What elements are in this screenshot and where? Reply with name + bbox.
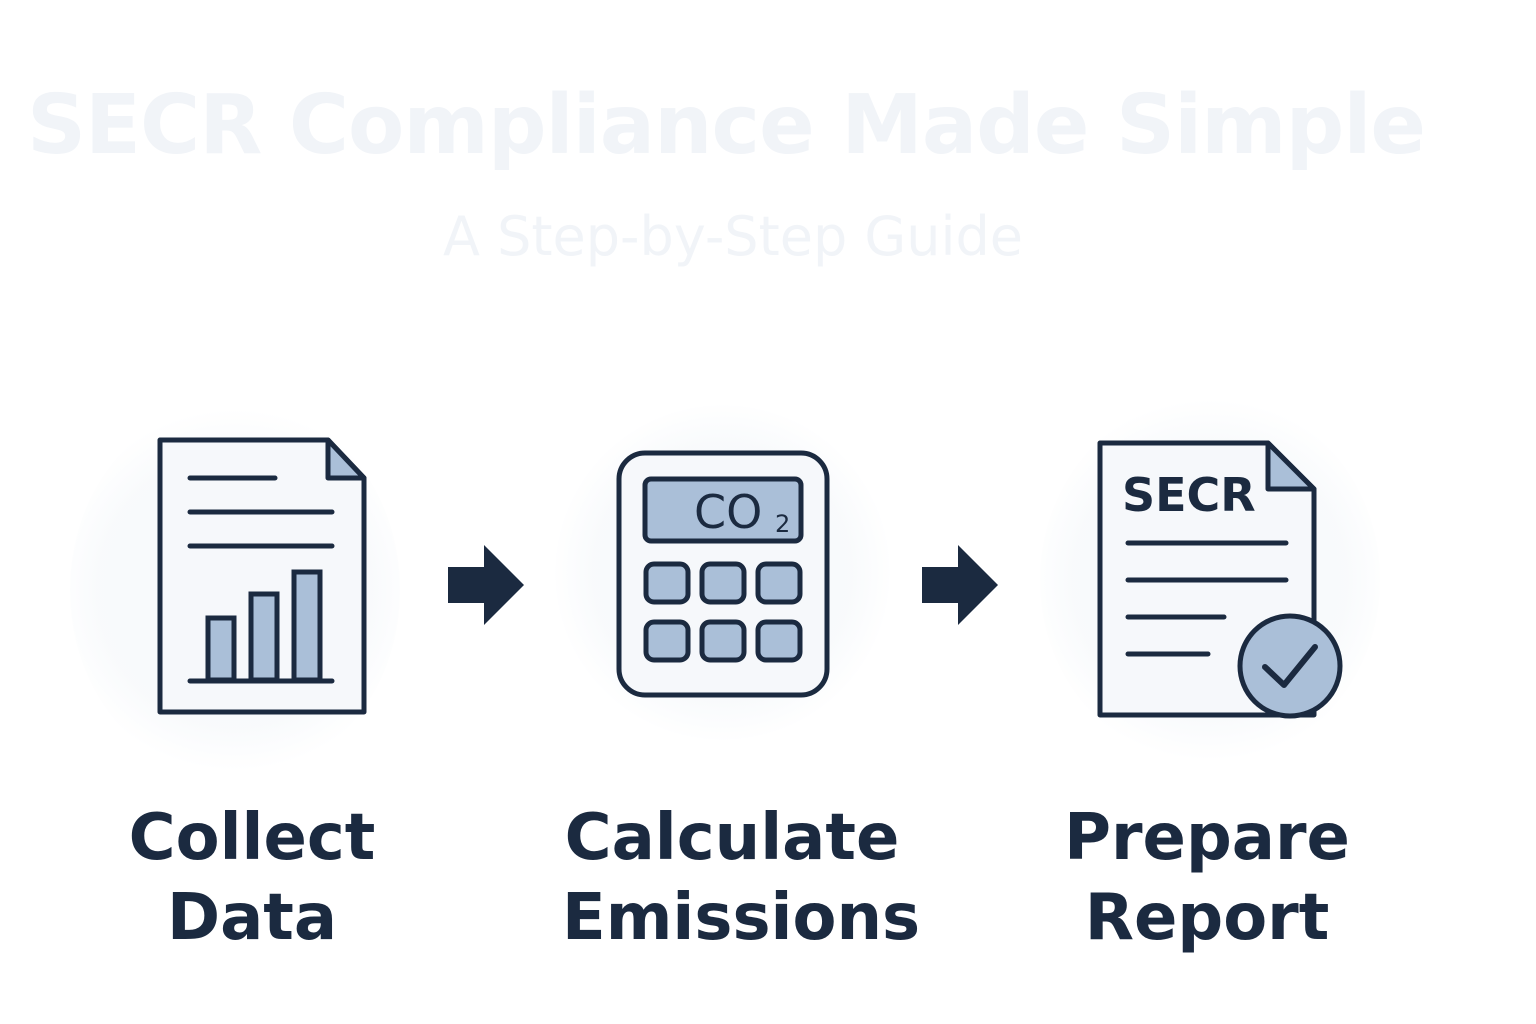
step-1-label-line2: Data [166,881,338,955]
step-3-label-line1: Prepare [1064,801,1350,875]
arrow-right-icon [448,545,524,625]
report-checkmark-icon: SECR [1097,440,1343,719]
co2-display-subscript: 2 [775,510,790,538]
co2-display-text: CO [694,485,762,539]
page-title: SECR Compliance Made Simple [26,78,1426,173]
step-2-label-line1: Calculate [564,801,900,875]
step-label-calculate-emissions: Calculate Emissions [562,798,921,958]
document-bar-chart-icon [157,437,367,715]
checkmark-icon [1262,644,1318,688]
step-3-label-line2: Report [1084,881,1330,955]
calculator-co2-icon: CO 2 [616,450,830,698]
page-subtitle: A Step-by-Step Guide [443,205,1023,268]
arrow-right-icon [922,545,998,625]
report-heading: SECR [1122,468,1256,522]
step-label-collect-data: Collect Data [112,798,392,958]
step-2-label-line2: Emissions [562,881,921,955]
step-1-label-line1: Collect [128,801,376,875]
step-label-prepare-report: Prepare Report [1062,798,1352,958]
